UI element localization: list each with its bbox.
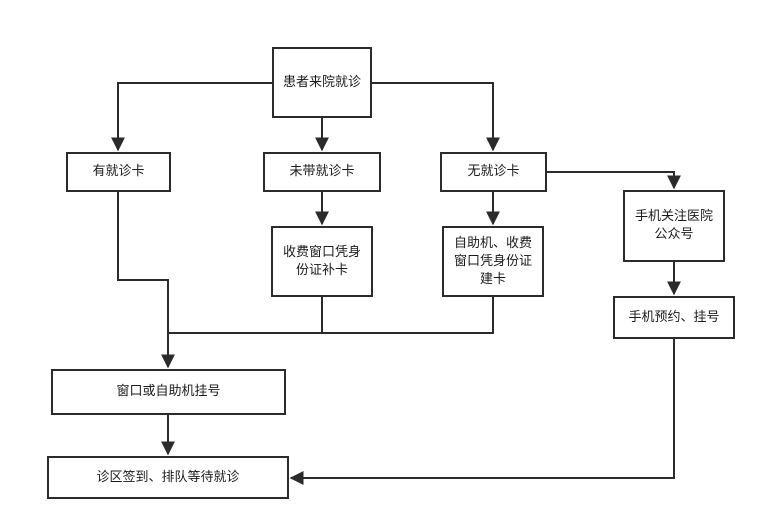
arrow-start-to-has-card	[111, 82, 272, 152]
arrow-mobile-register-to-clinic	[289, 339, 675, 485]
arrow-start-to-no-card	[372, 82, 500, 152]
line-has-card-down	[117, 192, 175, 369]
line-create-merge	[322, 297, 494, 334]
node-follow-account: 手机关注医院公众号	[623, 190, 725, 262]
node-has-card: 有就诊卡	[66, 152, 171, 192]
node-no-card: 无就诊卡	[440, 152, 547, 192]
node-patient-arrives: 患者来院就诊	[272, 47, 372, 118]
line-reissue-merge	[168, 297, 323, 334]
node-clinic-queue: 诊区签到、排队等待就诊	[47, 456, 289, 499]
node-window-register: 窗口或自助机挂号	[51, 369, 286, 415]
node-reissue-card: 收费窗口凭身份证补卡	[271, 226, 373, 297]
node-create-card: 自助机、收费窗口凭身份证建卡	[442, 226, 544, 297]
node-card-not-brought: 未带就诊卡	[263, 152, 381, 192]
node-mobile-register: 手机预约、挂号	[613, 296, 735, 339]
arrow-no-card-to-follow	[547, 171, 681, 190]
